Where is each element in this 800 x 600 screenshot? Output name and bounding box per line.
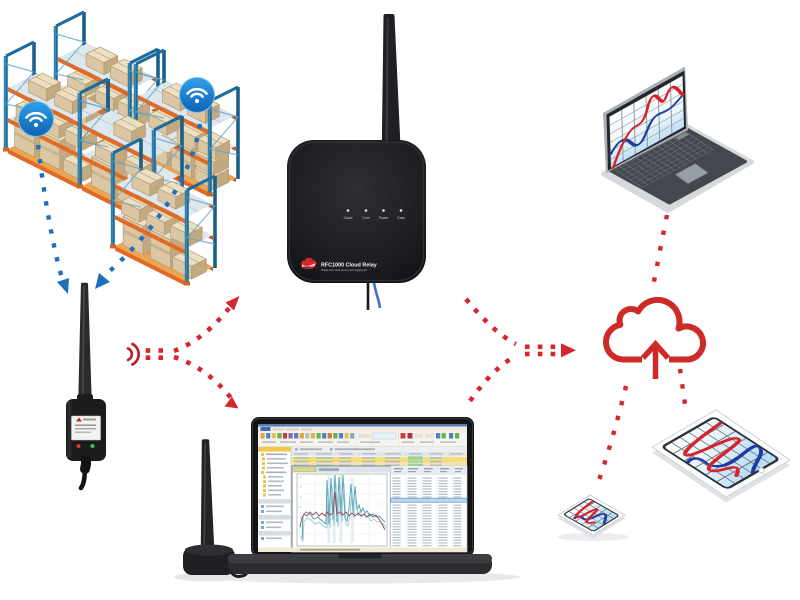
svg-text:Data: Data — [397, 216, 404, 220]
svg-text:Bridge from cloud sensors with: Bridge from cloud sensors with logging h… — [322, 269, 368, 272]
svg-text:Power: Power — [379, 216, 389, 220]
svg-text:Com: Com — [362, 216, 369, 220]
svg-text:Cloud: Cloud — [344, 216, 353, 220]
svg-text:RFC1000 Cloud Relay: RFC1000 Cloud Relay — [321, 263, 377, 269]
